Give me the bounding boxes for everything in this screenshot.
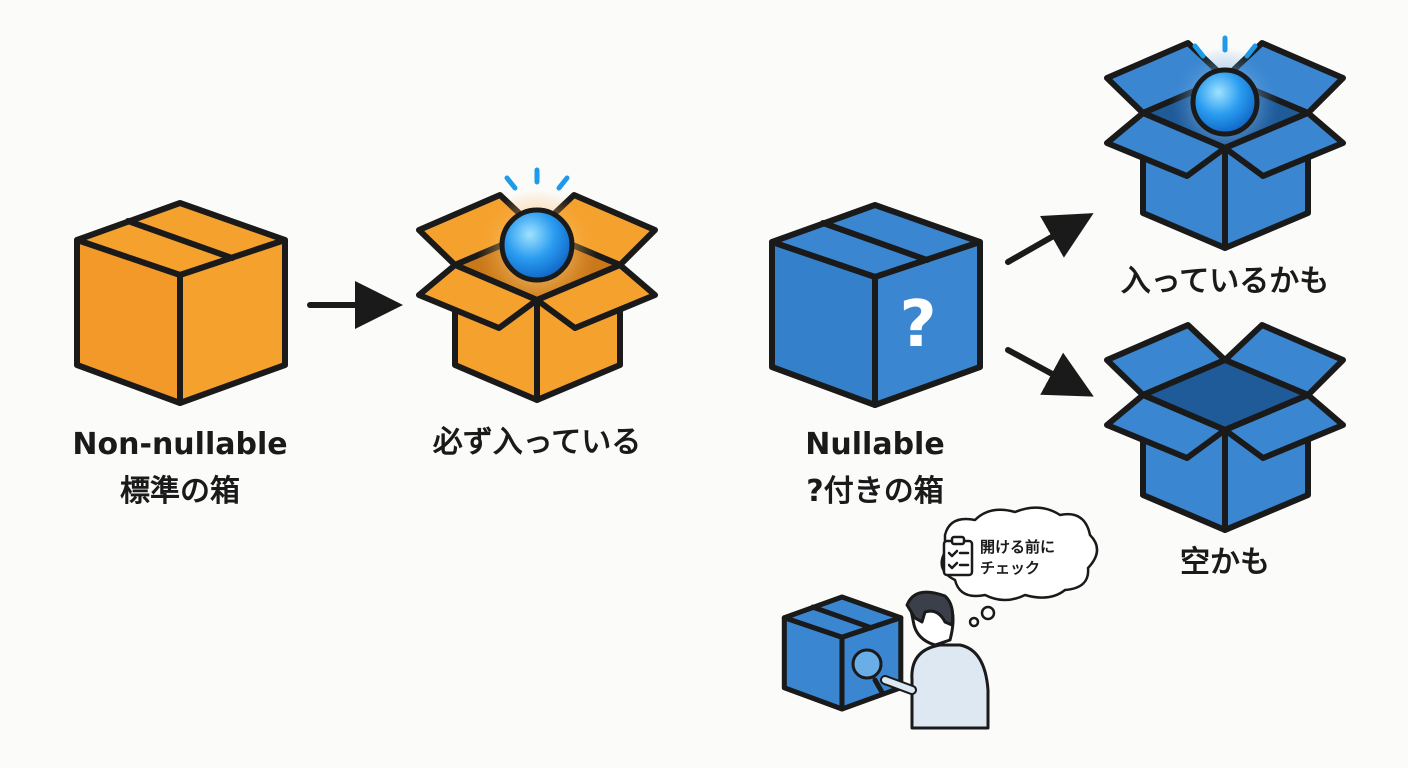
clipboard-check-icon — [942, 535, 974, 577]
arrow-down-right — [1005, 347, 1094, 397]
nullable-subtitle: ?付きの箱 — [806, 474, 944, 509]
result-present-label: 入っているかも — [1120, 264, 1330, 299]
arrow-up-right — [1005, 213, 1094, 265]
sparkle-icon — [1192, 35, 1258, 59]
thought-bubble — [940, 506, 1099, 628]
non-nullable-result: 必ず入っている — [432, 425, 642, 460]
magnifier-icon — [851, 648, 886, 697]
bubble-line-1: 開ける前に — [980, 538, 1056, 556]
non-nullable-title: Non-nullable — [72, 427, 288, 462]
closed-orange-box — [74, 200, 288, 406]
closed-blue-box-nullable — [769, 202, 983, 408]
question-mark-icon: ? — [899, 288, 937, 362]
ball-icon — [1190, 67, 1260, 137]
ball-icon — [499, 207, 575, 283]
non-nullable-subtitle: 標準の箱 — [120, 474, 240, 509]
open-blue-box-with-ball — [1104, 35, 1346, 251]
result-empty-label: 空かも — [1180, 545, 1270, 580]
person-figure — [880, 590, 990, 730]
bubble-line-2: チェック — [980, 559, 1041, 577]
sparkle-icon — [504, 167, 570, 191]
nullable-title: Nullable — [805, 427, 945, 462]
open-orange-box-with-ball — [416, 167, 658, 403]
open-blue-box-empty — [1104, 322, 1346, 533]
